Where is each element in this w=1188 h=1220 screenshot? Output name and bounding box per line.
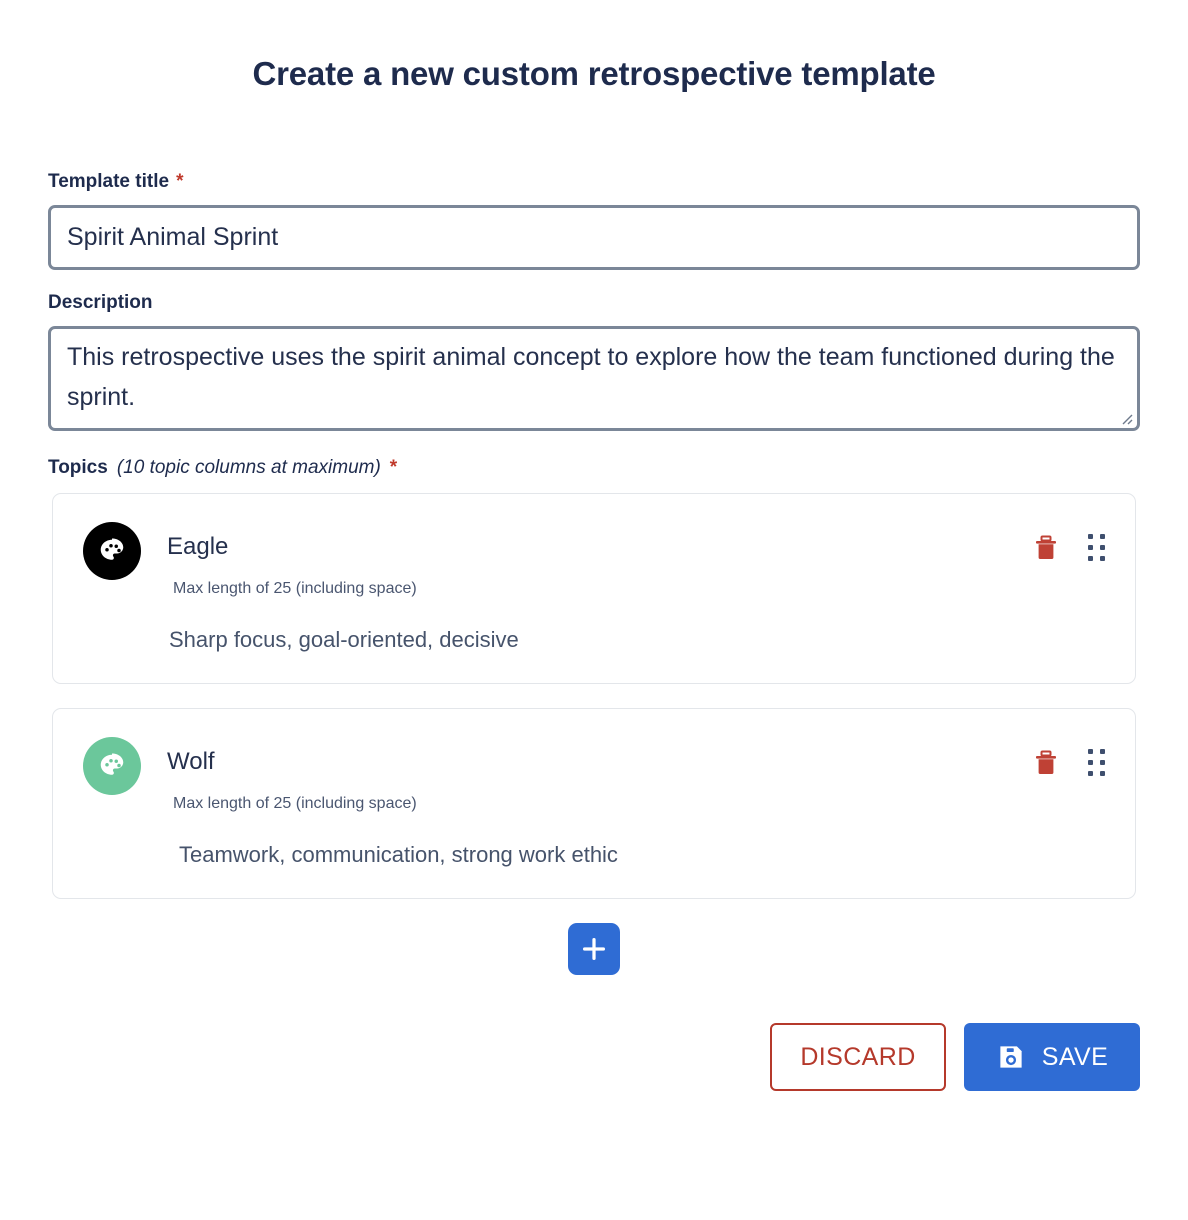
trash-icon (1036, 535, 1056, 559)
required-asterisk: * (176, 171, 184, 192)
topics-label-text: Topics (48, 457, 108, 478)
topic-card[interactable]: Eagle Max length of 25 (including space)… (52, 493, 1136, 684)
description-textarea[interactable] (48, 326, 1140, 431)
description-wrapper (48, 326, 1140, 431)
topic-name-helper-text: Max length of 25 (including space) (173, 795, 417, 812)
topic-body: Wolf Max length of 25 (including space) … (141, 735, 1034, 868)
topic-name[interactable]: Eagle (167, 533, 229, 560)
template-title-input[interactable] (48, 205, 1140, 270)
palette-icon (100, 538, 124, 560)
topics-label: Topics (10 topic columns at maximum) * (48, 457, 1140, 479)
topic-description[interactable]: Sharp focus, goal-oriented, decisive (169, 627, 519, 652)
add-topic-row (48, 923, 1140, 975)
description-label-text: Description (48, 292, 153, 313)
delete-topic-button[interactable] (1034, 750, 1058, 776)
template-title-label-text: Template title (48, 171, 170, 192)
palette-icon (100, 753, 124, 775)
topic-name[interactable]: Wolf (167, 748, 215, 775)
drag-handle-icon[interactable] (1088, 749, 1105, 776)
topic-card[interactable]: Wolf Max length of 25 (including space) … (52, 708, 1136, 899)
trash-icon (1036, 750, 1056, 774)
topics-hint: (10 topic columns at maximum) (116, 457, 381, 478)
page-title: Create a new custom retrospective templa… (252, 55, 936, 92)
drag-handle-icon[interactable] (1088, 534, 1105, 561)
template-form: Template title * Description Topics (10 … (48, 93, 1140, 975)
form-footer: DISCARD SAVE (48, 1023, 1140, 1091)
topics-required-asterisk: * (389, 457, 398, 478)
topic-name-helper-text: Max length of 25 (including space) (173, 580, 417, 597)
delete-topic-button[interactable] (1034, 535, 1058, 561)
topic-actions (1034, 735, 1105, 776)
topic-header: Wolf Max length of 25 (including space) … (83, 735, 1105, 868)
topic-actions (1034, 520, 1105, 561)
save-button-label: SAVE (1041, 1042, 1109, 1071)
topic-body: Eagle Max length of 25 (including space)… (141, 520, 1034, 653)
topic-color-swatch[interactable] (83, 522, 141, 580)
topic-header: Eagle Max length of 25 (including space)… (83, 520, 1105, 653)
add-topic-button[interactable] (568, 923, 620, 975)
discard-button[interactable]: DISCARD (770, 1023, 946, 1091)
plus-icon (583, 938, 605, 960)
template-title-label: Template title * (48, 171, 1140, 193)
floppy-disk-save-icon (1000, 1046, 1022, 1068)
save-button[interactable]: SAVE (964, 1023, 1140, 1091)
topic-description[interactable]: Teamwork, communication, strong work eth… (179, 842, 618, 867)
topic-color-swatch[interactable] (83, 737, 141, 795)
description-label: Description (48, 292, 1140, 314)
